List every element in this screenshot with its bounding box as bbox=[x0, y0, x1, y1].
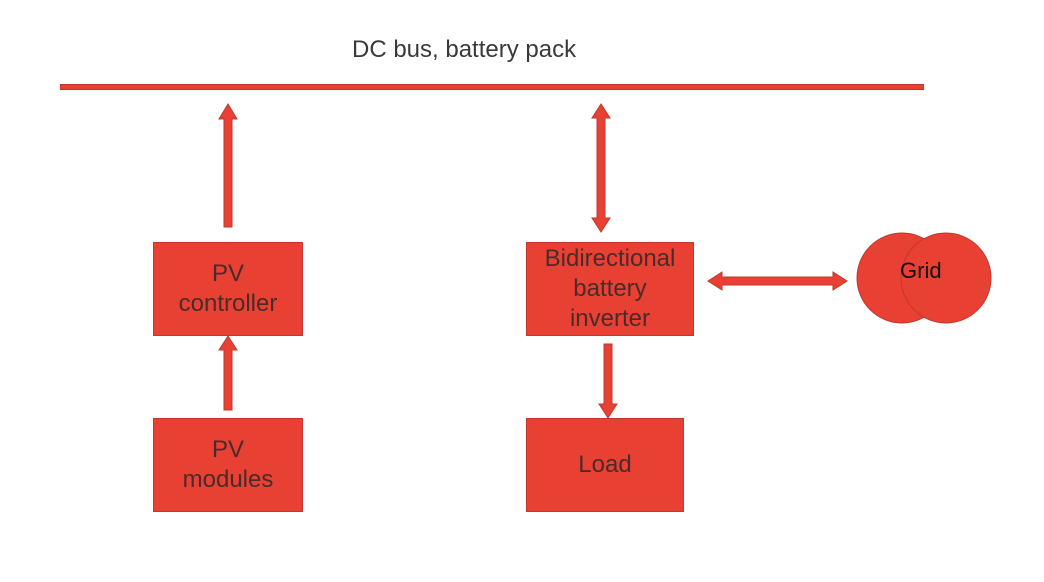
dc-bus-line bbox=[60, 84, 924, 90]
arrow-inverter-grid-bidirectional bbox=[707, 271, 848, 291]
inverter-label: Bidirectional battery inverter bbox=[544, 245, 676, 332]
bidirectional-inverter-box: Bidirectional battery inverter bbox=[526, 242, 694, 336]
dc-bus-label: DC bus, battery pack bbox=[352, 36, 577, 63]
arrow-bus-inverter-bidirectional bbox=[591, 103, 611, 233]
grid-label: Grid bbox=[900, 258, 942, 283]
arrow-pvcontroller-to-bus bbox=[218, 103, 238, 228]
arrow-inverter-to-load bbox=[598, 343, 618, 419]
pv-modules-box: PV modules bbox=[153, 418, 303, 512]
grid-circle-right bbox=[900, 232, 992, 324]
arrow-pvmodules-to-pvcontroller bbox=[218, 335, 238, 411]
pv-controller-box: PV controller bbox=[153, 242, 303, 336]
pv-controller-label: PV controller bbox=[178, 260, 278, 317]
pv-modules-label: PV modules bbox=[182, 436, 274, 493]
load-label: Load bbox=[578, 451, 632, 478]
load-box: Load bbox=[526, 418, 684, 512]
